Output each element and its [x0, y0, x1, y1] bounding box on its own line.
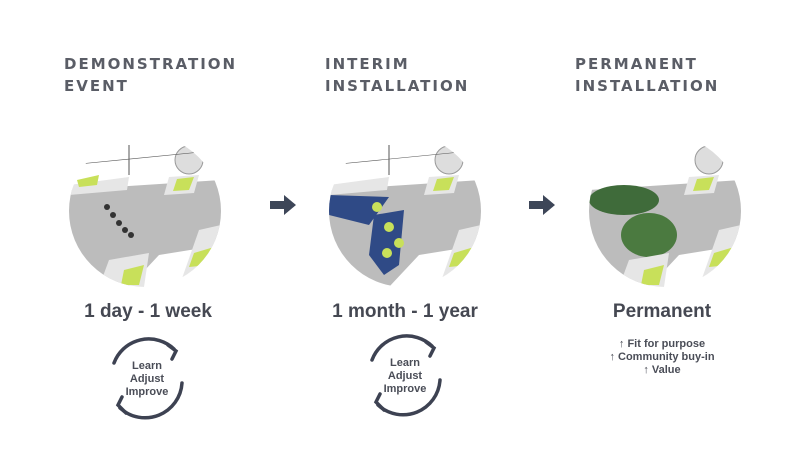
benefit-item: ↑ Fit for purpose: [618, 338, 706, 350]
stage-1-duration: 1 day - 1 week: [84, 301, 212, 322]
benefit-item: ↑ Community buy-in: [609, 351, 715, 363]
permanent-street-illustration: [589, 135, 741, 287]
permanent-benefits-list: ↑ Fit for purpose ↑ Community buy-in ↑ V…: [562, 338, 762, 377]
arrow-right-icon: [270, 195, 296, 215]
stage-2-duration: 1 month - 1 year: [332, 301, 478, 322]
arrow-right-icon: [529, 195, 555, 215]
demonstration-street-illustration: [69, 135, 221, 287]
benefit-item: ↑ Value: [643, 364, 681, 376]
cycle-arrows-icon: [112, 337, 184, 420]
cycle-arrows-icon: [370, 334, 442, 417]
stage-3-duration: Permanent: [612, 301, 712, 322]
interim-street-illustration: [329, 135, 481, 287]
